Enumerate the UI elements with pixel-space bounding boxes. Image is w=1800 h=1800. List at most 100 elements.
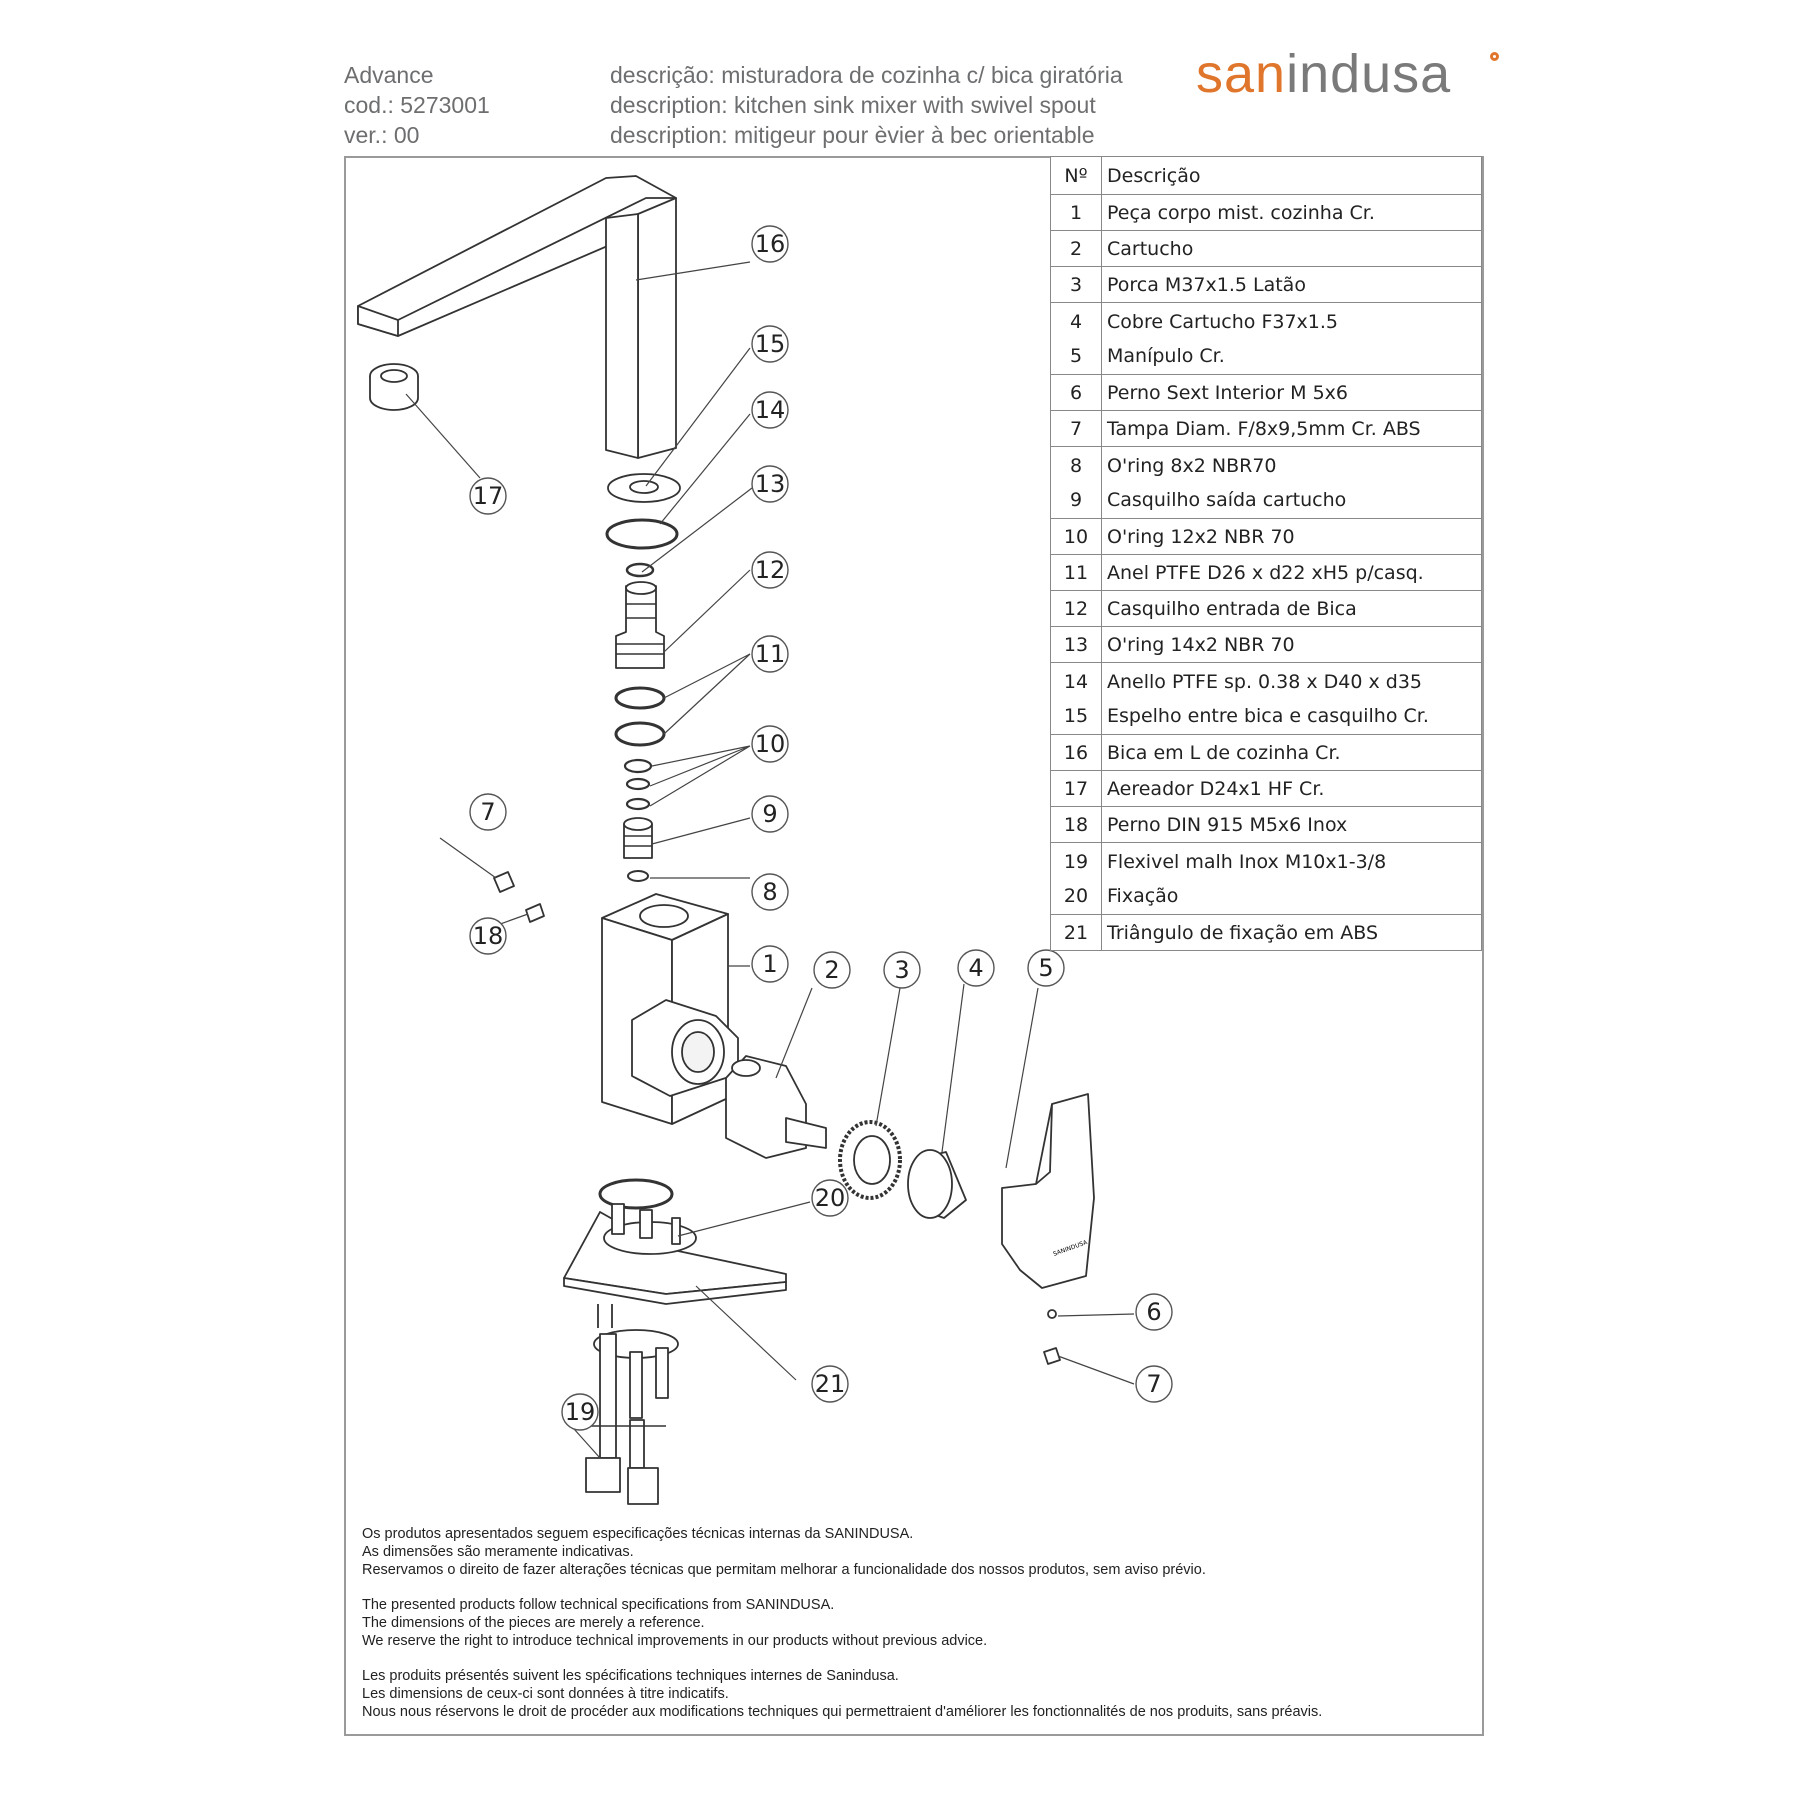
- note-line: Les produits présentés suivent les spéci…: [362, 1668, 899, 1684]
- part-description: Peça corpo mist. cozinha Cr.: [1107, 201, 1375, 224]
- part-16-spout: [357, 175, 677, 459]
- table-row: 7 Tampa Diam. F/8x9,5mm Cr. ABS: [1050, 410, 1482, 447]
- svg-text:7: 7: [480, 798, 495, 826]
- part-20-21-fixation-triangle: [563, 1203, 787, 1305]
- part-number: 20: [1063, 884, 1089, 907]
- part-number: 14: [1063, 670, 1089, 693]
- part-number: 3: [1069, 273, 1083, 296]
- legal-notes: Os produtos apresentados seguem especifi…: [362, 1525, 1322, 1738]
- callout-7-left: 7: [469, 793, 507, 831]
- part-15-plate: [607, 473, 681, 503]
- svg-text:20: 20: [815, 1184, 846, 1212]
- callout-7-right: 7: [1135, 1365, 1173, 1403]
- callout-13: 13: [751, 465, 789, 503]
- part-number: 15: [1063, 704, 1089, 727]
- part-number: 2: [1069, 237, 1083, 260]
- part-11-ring-a: [614, 686, 666, 710]
- part-6-screw: [1047, 1309, 1057, 1319]
- part-number: 5: [1069, 344, 1083, 367]
- callout-14: 14: [751, 391, 789, 429]
- callout-6: 6: [1135, 1293, 1173, 1331]
- part-description-cell: O'ring 14x2 NBR 70: [1101, 626, 1482, 663]
- callout-19: 19: [561, 1393, 599, 1431]
- svg-text:1: 1: [762, 950, 777, 978]
- svg-text:2: 2: [824, 956, 839, 984]
- note-line: Reservamos o direito de fazer alterações…: [362, 1562, 1206, 1578]
- note-line: The dimensions of the pieces are merely …: [362, 1615, 705, 1631]
- table-header: Nº Descrição: [1050, 156, 1482, 195]
- part-18-screw: [525, 903, 545, 923]
- table-row: 12 Casquilho entrada de Bica: [1050, 590, 1482, 627]
- part-10-orings: [623, 758, 653, 811]
- part-3-nut: [838, 1120, 902, 1200]
- header-descriptions: descrição: misturadora de cozinha c/ bic…: [610, 60, 1123, 150]
- part-description-cell: Tampa Diam. F/8x9,5mm Cr. ABS: [1101, 410, 1482, 447]
- svg-text:21: 21: [815, 1370, 846, 1398]
- part-1-body: [601, 893, 739, 1125]
- svg-text:15: 15: [755, 330, 786, 358]
- note-line: Les dimensions de ceux-ci sont données à…: [362, 1686, 729, 1702]
- part-description: Perno DIN 915 M5x6 Inox: [1107, 813, 1348, 836]
- part-description-cell: Bica em L de cozinha Cr.: [1101, 734, 1482, 771]
- part-number-cell: 10: [1050, 518, 1102, 555]
- callout-1: 1: [751, 945, 789, 983]
- part-description-cell: Aereador D24x1 HF Cr.: [1101, 770, 1482, 807]
- description-en: description: kitchen sink mixer with swi…: [610, 92, 1096, 118]
- part-number: 8: [1069, 454, 1083, 477]
- part-description-cell: Anel PTFE D26 x d22 xH5 p/casq.: [1101, 554, 1482, 591]
- callout-10: 10: [751, 725, 789, 763]
- part-number: 11: [1063, 561, 1089, 584]
- part-number-cell: 16: [1050, 734, 1102, 771]
- part-number: 1: [1069, 201, 1083, 224]
- part-description: Bica em L de cozinha Cr.: [1107, 741, 1341, 764]
- part-number-cell: 17: [1050, 770, 1102, 807]
- note-line: We reserve the right to introduce techni…: [362, 1633, 988, 1649]
- svg-text:8: 8: [762, 878, 777, 906]
- callout-17: 17: [469, 477, 507, 515]
- part-number-cell: 7: [1050, 410, 1102, 447]
- part-number: 4: [1069, 310, 1083, 333]
- part-number: 18: [1063, 813, 1089, 836]
- part-number-cell: 1: [1050, 194, 1102, 231]
- col-number-header: Nº: [1050, 156, 1102, 195]
- description-pt: descrição: misturadora de cozinha c/ bic…: [610, 62, 1123, 88]
- part-number: 7: [1069, 417, 1083, 440]
- part-description: Casquilho entrada de Bica: [1107, 597, 1357, 620]
- parts-table: Nº Descrição 1 Peça corpo mist. cozinha C…: [1050, 156, 1482, 951]
- part-description: Cartucho: [1107, 237, 1194, 260]
- svg-text:12: 12: [755, 556, 786, 584]
- part-4-cover: [907, 1149, 967, 1219]
- part-5-handle: SANINDUSA: [1001, 1093, 1095, 1289]
- svg-text:13: 13: [755, 470, 786, 498]
- callout-20: 20: [811, 1179, 849, 1217]
- part-number-cell: 12: [1050, 590, 1102, 627]
- callout-9: 9: [751, 795, 789, 833]
- part-number-cell: 21: [1050, 914, 1102, 951]
- part-description: Anel PTFE D26 x d22 xH5 p/casq.: [1107, 561, 1424, 584]
- part-number: 12: [1063, 597, 1089, 620]
- version: ver.: 00: [344, 122, 420, 148]
- callout-4: 4: [957, 949, 995, 987]
- callout-2: 2: [813, 951, 851, 989]
- notes-fr: Les produits présentés suivent les spéci…: [362, 1667, 1322, 1721]
- part-description: Aereador D24x1 HF Cr.: [1107, 777, 1325, 800]
- part-number-cell: 18: [1050, 806, 1102, 843]
- part-description: Fixação: [1107, 884, 1179, 907]
- notes-en: The presented products follow technical …: [362, 1596, 1322, 1650]
- part-description-cell: O'ring 12x2 NBR 70: [1101, 518, 1482, 555]
- part-description: Perno Sext Interior M 5x6: [1107, 381, 1349, 404]
- note-line: The presented products follow technical …: [362, 1597, 835, 1613]
- brand-part-1: san: [1196, 44, 1287, 104]
- svg-text:17: 17: [473, 482, 504, 510]
- callout-12: 12: [751, 551, 789, 589]
- svg-text:16: 16: [755, 230, 786, 258]
